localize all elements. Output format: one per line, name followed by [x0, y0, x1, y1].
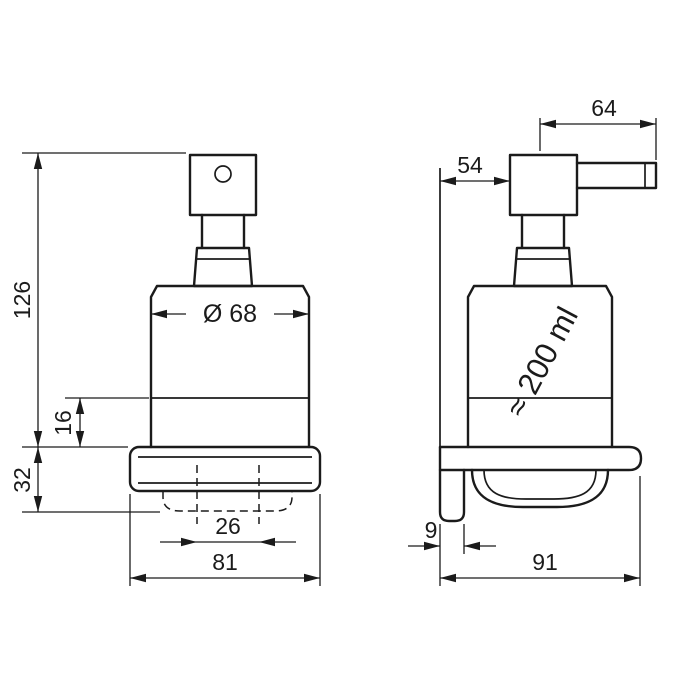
hidden-glass-bottom	[162, 491, 293, 512]
capacity-label: ≈ 200 ml	[498, 301, 585, 422]
bottle-body-side	[466, 284, 614, 449]
dim-label-spout: 64	[591, 95, 617, 121]
dim-126-extension-lines	[22, 152, 186, 448]
holder-arm-side	[438, 445, 643, 472]
side-view: ≈ 200 ml	[438, 153, 658, 523]
dim-label-diameter: Ø 68	[203, 300, 257, 328]
dim-label-lip: 16	[50, 410, 76, 436]
pump-neck-side	[520, 213, 566, 250]
side-view-dimensions: 64 54 9 91	[408, 95, 657, 586]
holder-wall-plate	[438, 445, 466, 523]
holder-front	[128, 445, 322, 493]
front-view-dimensions: 126 16 32 Ø 68 26 81	[9, 152, 321, 586]
pump-head-side	[508, 153, 579, 217]
pump-head-front	[188, 153, 258, 217]
front-view	[128, 153, 322, 524]
bottle-body-front	[149, 284, 311, 449]
pump-collar-side	[512, 246, 574, 288]
hidden-slot-edges	[196, 465, 260, 524]
dim-label-height: 126	[9, 281, 35, 319]
holder-cradle-outer	[470, 468, 610, 509]
dim-81-extension-lines	[129, 494, 321, 586]
pump-neck-front	[200, 213, 246, 250]
pump-screw-hole	[214, 165, 232, 183]
holder-cradle-inner	[483, 469, 597, 500]
pump-spout	[575, 161, 658, 190]
dim-label-offset: 54	[457, 152, 483, 178]
dim-label-slot: 26	[215, 513, 241, 539]
dim-label-plate: 9	[425, 517, 438, 543]
pump-collar-front	[192, 246, 254, 288]
dim-label-depth: 91	[532, 549, 558, 575]
dim-9-extension-lines	[439, 524, 465, 586]
dim-label-width: 81	[212, 549, 238, 575]
dim-label-holder-height: 32	[9, 467, 35, 493]
